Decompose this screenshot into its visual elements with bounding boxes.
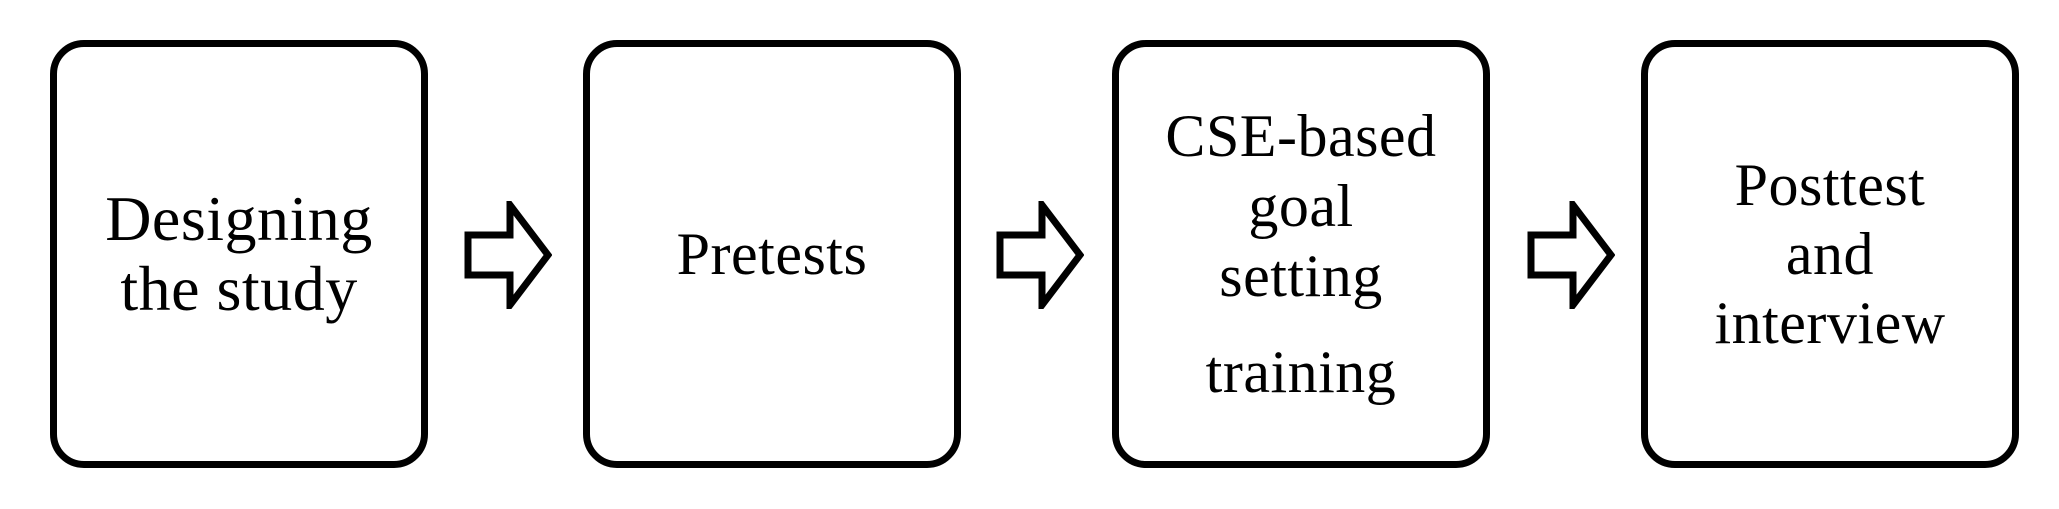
step-label: Posttest and interview xyxy=(1714,151,1945,358)
step-label-line: training xyxy=(1205,339,1397,406)
right-block-arrow-icon xyxy=(464,201,552,309)
step-label-line: Designing xyxy=(105,182,373,254)
step-label-line: Posttest xyxy=(1734,151,1926,218)
step-cse-based-goal-setting-training: CSE-based goal setting training xyxy=(1112,40,1490,468)
step-label: CSE-based goal setting training xyxy=(1165,101,1436,408)
step-label-line: Pretests xyxy=(676,220,868,287)
right-block-arrow-icon xyxy=(996,201,1084,309)
step-label-line: the study xyxy=(120,253,358,324)
step-label-line: CSE-based xyxy=(1165,102,1437,169)
step-pretests: Pretests xyxy=(583,40,961,468)
right-block-arrow-icon xyxy=(1527,201,1615,309)
step-label-line: setting xyxy=(1219,243,1383,309)
step-label-line: interview xyxy=(1714,289,1946,356)
step-label-line: goal xyxy=(1248,172,1354,239)
step-label-line: and xyxy=(1785,220,1875,287)
step-designing-the-study: Designing the study xyxy=(50,40,428,468)
step-posttest-and-interview: Posttest and interview xyxy=(1641,40,2019,468)
step-label: Designing the study xyxy=(105,182,373,325)
step-label: Pretests xyxy=(677,219,868,290)
